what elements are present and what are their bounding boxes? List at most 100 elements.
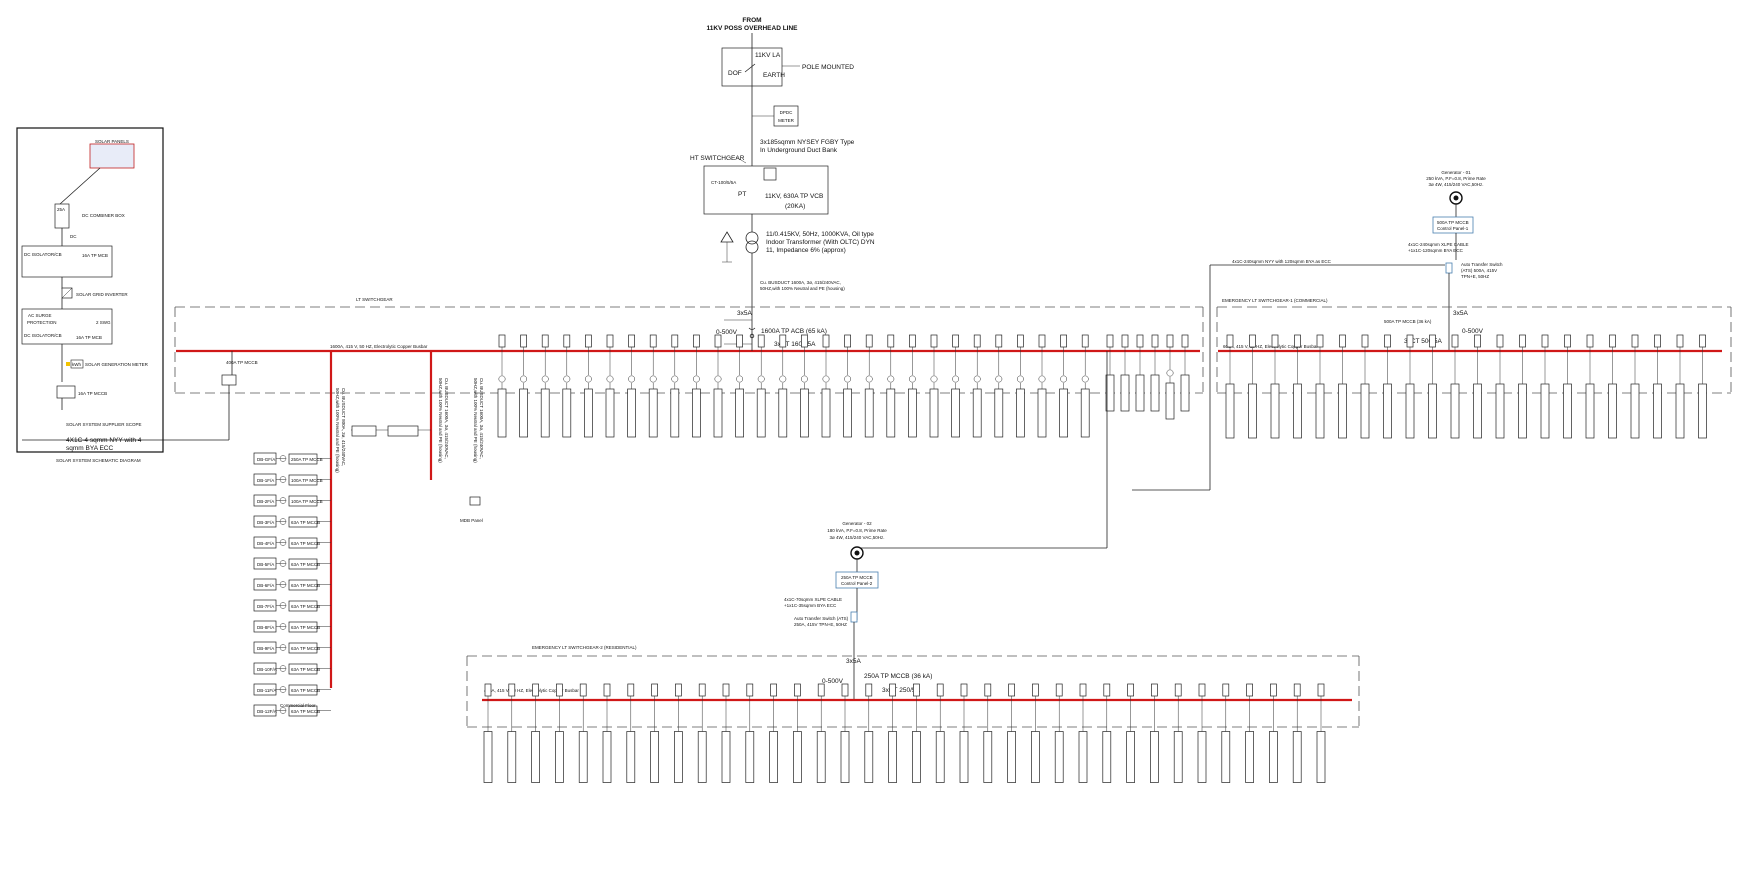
feeder-cable-tag	[627, 388, 636, 438]
db-label: DB-1F/A	[257, 478, 274, 483]
breaker-icon	[1246, 683, 1253, 697]
breaker-icon	[1181, 334, 1189, 348]
main-feeder	[951, 334, 960, 438]
breaker-icon	[520, 334, 527, 348]
breaker-icon	[603, 683, 611, 697]
energy-meter-icon	[1166, 369, 1174, 377]
main-outgoing-feeders	[497, 334, 1190, 438]
mdb-tap-label: 400A TP MCCB	[226, 360, 258, 365]
emergency-2-feeder	[1292, 683, 1302, 783]
db-label: DB-2F/A	[257, 499, 274, 504]
breaker-icon	[675, 683, 682, 697]
generation-meter-icon	[70, 359, 84, 369]
feeder-cable-tag	[951, 388, 960, 438]
energy-meter-icon	[779, 375, 787, 383]
breaker-icon	[841, 683, 849, 697]
feeder-cable-tag	[1675, 383, 1685, 439]
supplier-scope-label: SOLAR SYSTEM SUPPLIER SCOPE	[66, 422, 142, 427]
breaker-icon	[722, 683, 730, 697]
mccb-label: 63A TP MCCB	[291, 667, 320, 672]
feeder-cable-tag	[670, 388, 680, 438]
feeder-cable-tag	[1608, 383, 1617, 439]
emergency-2-feeder	[1031, 683, 1040, 783]
meter-icon	[279, 581, 287, 588]
rising-main-distribution: 400A TP MCCB Cu. BUSDUCT 800A, 3ø, 415/2…	[22, 351, 484, 717]
feeder-cable-tag	[983, 731, 993, 783]
breaker-icon	[1222, 683, 1230, 697]
main-feeder	[648, 334, 658, 438]
breaker-icon	[498, 334, 506, 348]
feeder-cable-tag	[648, 388, 658, 438]
mccb-box	[288, 453, 318, 465]
breaker-icon	[541, 334, 549, 348]
feeder-cable-tag	[994, 388, 1004, 438]
busduct-a-spec-2: 50HZ,with 100% Neutral and PE (housing)	[335, 388, 340, 473]
breaker-icon	[1081, 334, 1089, 348]
db-label: DB-GF/A	[257, 457, 275, 462]
db-label: DB-10F/A	[257, 667, 277, 672]
main-ct-label: 3xCT 1600/5A	[774, 341, 816, 348]
breaker-icon	[1198, 683, 1206, 697]
emergency-2-feeder	[840, 683, 850, 783]
breaker-icon	[779, 334, 787, 348]
mdb-panel-box	[469, 496, 481, 506]
emergency-2-feeder	[531, 683, 540, 783]
energy-meter-icon	[865, 375, 873, 383]
breaker-icon	[1121, 334, 1129, 348]
main-feeder	[756, 334, 766, 438]
emergency-1-feeder	[1473, 334, 1482, 439]
feeder-cable-tag	[793, 731, 802, 783]
control-panel-1-mccb: 500A TP MCCB	[1437, 220, 1469, 225]
emergency-2-feeder	[793, 683, 802, 783]
emergency-1-title: EMERGENCY LT SWITCHGEAR-1 (COMMERCIAL)	[1222, 298, 1328, 303]
feeder-cable-tag	[562, 388, 572, 438]
breaker-icon	[960, 683, 968, 697]
emergency-2-feeder	[983, 683, 993, 783]
meter-icon	[279, 476, 287, 483]
breaker-icon	[1541, 334, 1549, 348]
main-feeder	[994, 334, 1004, 438]
main-spare-feeder	[1105, 334, 1115, 412]
emergency-2-feeders	[483, 683, 1326, 783]
breaker-icon	[844, 334, 851, 348]
inverter-label: SOLAR GRID INVERTER	[76, 292, 128, 297]
mccb-box	[288, 537, 318, 549]
main-feeder	[972, 334, 982, 438]
breaker-icon	[973, 334, 981, 348]
emergency-1-voltmeter: 0-500V	[1462, 328, 1484, 335]
breaker-icon	[627, 683, 635, 697]
main-feeder	[800, 334, 809, 438]
breaker-icon	[606, 334, 614, 348]
dc-isolator-label: DC ISOLATOR/CB	[24, 252, 62, 257]
db-label: DB-7F/A	[257, 604, 274, 609]
feeder-cable-tag	[1428, 383, 1437, 439]
breaker-icon	[817, 683, 825, 697]
main-feeder	[821, 334, 831, 438]
energy-meter-icon	[606, 375, 614, 383]
feeder-cable-tag	[497, 388, 507, 438]
db-label: DB-3F/A	[257, 520, 274, 525]
main-spare-feeder	[1180, 334, 1190, 412]
control-panel-2-name: Control Panel-2	[841, 581, 873, 586]
mccb-box	[288, 621, 318, 633]
main-feeder	[1016, 334, 1025, 438]
main-busduct-spec-2: 50HZ,with 100% Neutral and PE (housing)	[760, 286, 845, 291]
emergency-1-feeder	[1630, 334, 1640, 439]
breaker-icon	[1361, 334, 1369, 348]
meter-icon	[279, 623, 287, 630]
feeder-cable-tag	[1078, 731, 1088, 783]
feeder-cable-tag	[713, 388, 723, 438]
breaker-icon	[1174, 683, 1182, 697]
feeder-cable-tag	[1450, 383, 1460, 439]
busduct-b-spec-2: 50HZ,with 100% Neutral and PE (housing)	[438, 378, 443, 463]
transformer-spec-2: Indoor Transformer (With OLTC) DYN	[766, 239, 875, 246]
main-feeder	[929, 334, 939, 438]
feeder-cable-tag	[886, 388, 896, 438]
energy-meter-icon	[520, 375, 528, 383]
